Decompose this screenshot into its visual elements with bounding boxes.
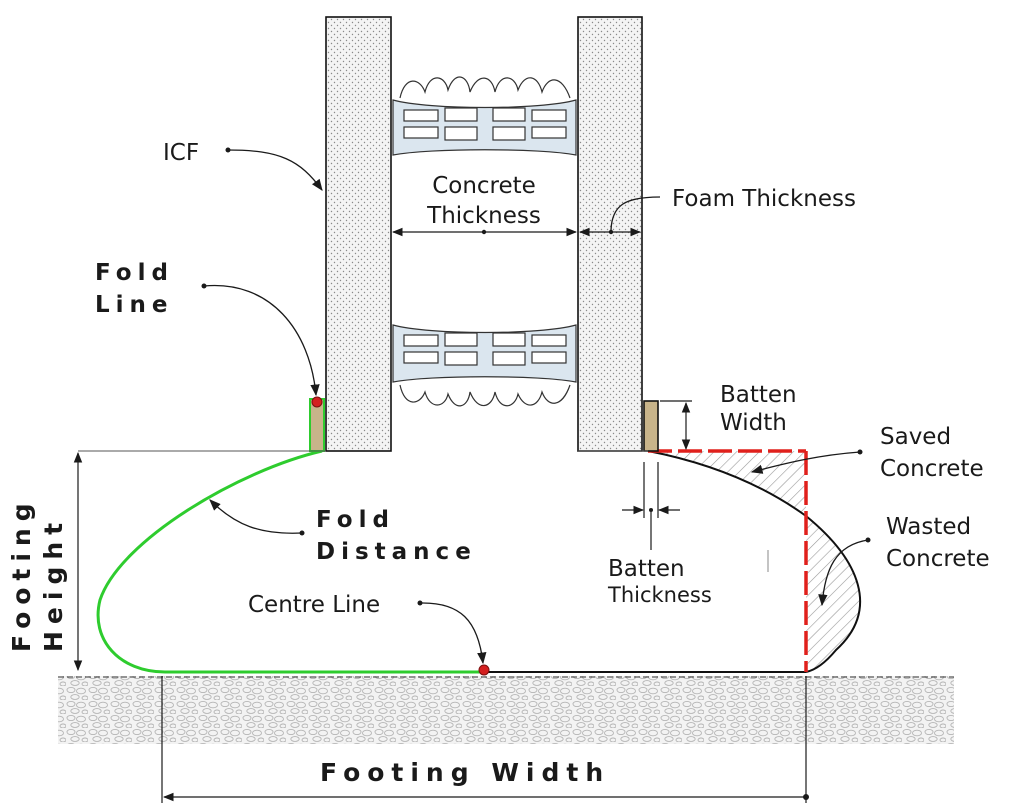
label-batten-width-1: Batten [720,382,797,408]
wasted-concrete-leader [818,539,869,607]
batten-thickness-dimension [622,462,680,550]
label-batten-thickness-2: Thickness [607,583,712,607]
label-batten-width-2: Width [720,410,787,436]
label-batten-thickness-1: Batten [608,556,685,582]
fold-line-green [96,449,484,674]
right-fabric-curve [647,450,862,673]
icf-leader [227,149,323,191]
label-footing-height-2: Height [39,516,68,652]
label-wasted-concrete-2: Concrete [886,546,990,572]
batten-width-dimension [660,400,692,451]
label-wasted-concrete-1: Wasted [886,514,971,540]
right-batten [643,400,659,452]
foam-thickness-dimension [578,196,661,237]
label-fold-distance-1: Fold [316,507,395,533]
icf-tie-lower [392,324,577,407]
concrete-thickness-dimension [391,227,578,237]
label-concrete-thickness-2: Thickness [426,203,541,229]
left-foam-panel [325,16,392,452]
label-centre-line: Centre Line [248,592,380,618]
icf-tie-upper [392,76,577,156]
red-cut-lines [648,449,808,672]
label-fold-distance-2: Distance [316,539,477,565]
centre-line-leader [419,602,487,665]
fold-line-marker [311,396,323,408]
saved-concrete-area [648,451,806,516]
footing-width-dimension [161,676,809,803]
label-footing-width: Footing Width [320,758,610,787]
saved-concrete-leader [750,451,861,474]
wasted-concrete-area [806,516,861,672]
label-foam-thickness: Foam Thickness [672,186,856,212]
label-fold-line-2: Line [95,292,174,318]
fold-line-leader [203,284,320,397]
label-saved-concrete-1: Saved [880,424,951,450]
right-foam-panel [577,16,643,452]
label-footing-height-1: Footing [7,496,36,652]
label-fold-line-1: Fold [95,260,174,286]
label-icf: ICF [163,140,199,166]
label-concrete-thickness-1: Concrete [432,173,536,199]
fold-distance-leader [209,499,303,534]
label-saved-concrete-2: Concrete [880,456,984,482]
centre-line-marker [478,664,490,676]
gravel-ground [58,676,954,744]
